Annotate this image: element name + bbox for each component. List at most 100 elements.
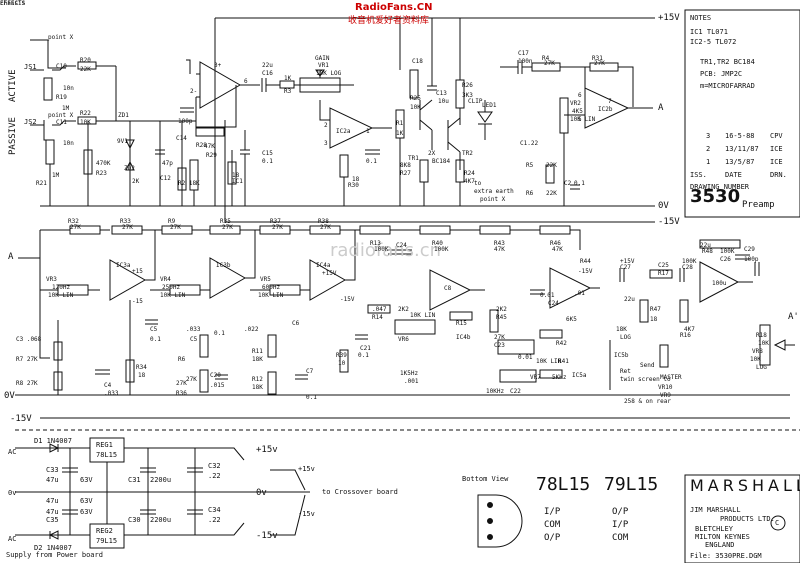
top-component-label: 10u: [438, 98, 449, 105]
cap-c35-rating: 63V: [80, 508, 93, 516]
top-component-label: 2X: [428, 150, 436, 157]
cap-c34b: C34: [208, 506, 221, 514]
top-component-label: R2 18K: [178, 180, 200, 187]
top-component-label: C14: [176, 135, 187, 142]
regulator-bottom-outline: [477, 494, 523, 548]
mid-component-label: C8: [444, 285, 452, 292]
watermark-cn: 收音机爱好者资料库: [348, 16, 430, 26]
mid-component-label: R13: [370, 240, 381, 247]
reg1-label: REG1: [96, 441, 113, 449]
mid-component-label: -15: [132, 298, 143, 305]
top-component-label: extra earth: [474, 188, 514, 195]
pinout-neg-pin: I/P: [612, 520, 629, 530]
company-line: JIM MARSHALL: [690, 506, 741, 514]
rev-date: 13/11/87: [725, 145, 759, 153]
top-component-label: 4K7: [464, 178, 475, 185]
top-component-label: R5: [526, 162, 534, 169]
bottom-view-title: Bottom View: [462, 475, 509, 483]
mid-component-label: 27K: [494, 334, 505, 341]
top-component-label: R27: [400, 170, 411, 177]
notes-title: NOTES: [690, 14, 712, 22]
mid-component-label: C25: [658, 262, 669, 269]
mid-component-label: 10: [338, 360, 346, 367]
mid-component-label: IC4a: [316, 262, 331, 269]
top-component-label: R30: [348, 182, 359, 189]
rev-num: 2: [706, 145, 711, 153]
supply-label: Supply from Power board: [6, 551, 103, 559]
mid-component-label: 10KHz: [486, 388, 505, 395]
mid-component-label: LOG: [620, 334, 631, 341]
file-name: File: 3530PRE.DGM: [690, 552, 762, 560]
mid-component-label: .033: [104, 390, 119, 397]
top-component-label: 47p: [162, 160, 173, 167]
node-a-top: A: [658, 103, 664, 113]
mid-component-label: 0.1: [306, 394, 317, 401]
mid-component-label: VR5: [260, 276, 271, 283]
top-component-label: 1K: [284, 75, 292, 82]
mid-component-label: C22: [510, 388, 521, 395]
mid-component-label: 100K: [434, 246, 449, 253]
mid-component-label: C28: [682, 264, 693, 271]
mid-component-label: VR10: [658, 384, 673, 391]
rev-date: 13/5/87: [725, 158, 755, 166]
mid-component-label: LOG: [756, 364, 767, 371]
cap-c30-value: 2200u: [150, 516, 172, 524]
psu-0v-input: 0v: [8, 489, 17, 497]
mid-component-label: R35: [220, 218, 231, 225]
top-component-label: 1K: [396, 130, 404, 137]
top-component-label: 27K: [544, 60, 555, 67]
mid-component-label: C26: [720, 256, 731, 263]
mid-component-label: 18: [138, 372, 146, 379]
node-a-right: A': [788, 312, 799, 322]
top-component-label: 22K: [80, 66, 91, 73]
cap-c31: C31: [128, 476, 141, 484]
rev-num: 3: [706, 132, 711, 140]
notes-line: m=MICROFARRAD: [700, 82, 755, 90]
mid-component-label: 10K: [750, 356, 761, 363]
mid-component-label: 5KHz: [552, 374, 567, 381]
mid-component-label: 0.01: [518, 354, 533, 361]
psu-out-0v: 0v: [256, 488, 267, 498]
top-component-label: R26: [462, 82, 473, 89]
mid-component-label: .01: [574, 290, 585, 297]
mid-component-label: C5: [150, 326, 158, 333]
mid-component-label: 47K: [494, 246, 505, 253]
top-component-label: 2: [324, 122, 328, 129]
mid-component-label: 10K LIN: [258, 292, 284, 299]
top-component-label: R6: [526, 190, 534, 197]
mid-component-label: VR9: [660, 392, 671, 399]
top-component-label: to: [474, 180, 482, 187]
cap-c33-rating: 63V: [80, 476, 93, 484]
mid-component-label: 18K: [252, 356, 263, 363]
top-component-label: 18: [352, 176, 360, 183]
drawing-number: 3530: [690, 186, 741, 207]
mid-component-label: IC4b: [456, 334, 471, 341]
top-component-label: VR2: [570, 100, 581, 107]
notes-line: IC2-5 TL072: [690, 38, 737, 46]
mid-component-label: R12: [252, 376, 263, 383]
top-component-label: CLIP: [468, 98, 483, 105]
mid-component-label: 0.1: [358, 352, 369, 359]
mid-component-label: 10K LIN: [160, 292, 186, 299]
mid-component-label: .022: [244, 326, 259, 333]
mid-component-label: 100K: [374, 246, 389, 253]
top-component-label: 22K: [546, 190, 557, 197]
cap-c32-value: .22: [208, 472, 221, 480]
rev-drn: ICE: [770, 158, 783, 166]
js2-label: JS2: [24, 118, 37, 126]
top-component-label: R21: [36, 180, 47, 187]
ic2a-symbol: [329, 107, 374, 149]
mid-component-label: 258 & on rear: [624, 398, 671, 405]
top-component-label: 0.1: [262, 158, 273, 165]
to-m15: -15v: [298, 510, 315, 518]
pinout-reg-neg: 79L15: [604, 474, 659, 495]
mid-component-label: R42: [556, 340, 567, 347]
mid-component-label: R7 27K: [16, 356, 38, 363]
top-component-label: ZD1: [118, 112, 129, 119]
rail-m15-label: -15V: [658, 217, 680, 227]
mid-component-label: MASTER: [660, 374, 682, 381]
top-component-label: IC1: [232, 178, 243, 185]
top-component-label: TR1: [408, 155, 419, 162]
top-component-label: C15: [262, 150, 273, 157]
company-line: ENGLAND: [705, 541, 735, 549]
